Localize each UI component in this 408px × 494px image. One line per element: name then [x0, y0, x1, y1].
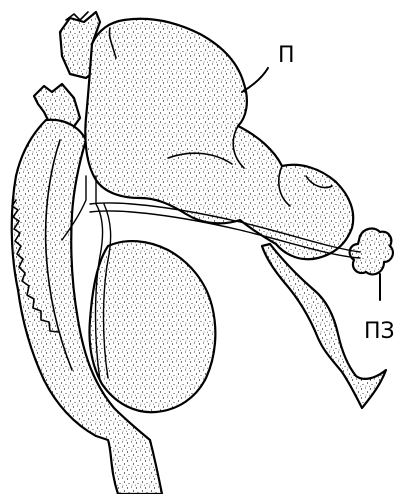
stomach-shape: [90, 241, 216, 412]
label-pz: ПЗ: [364, 319, 395, 344]
liver-shape: [85, 19, 353, 259]
label-p: П: [278, 43, 295, 68]
label-p-leader: [242, 68, 268, 92]
